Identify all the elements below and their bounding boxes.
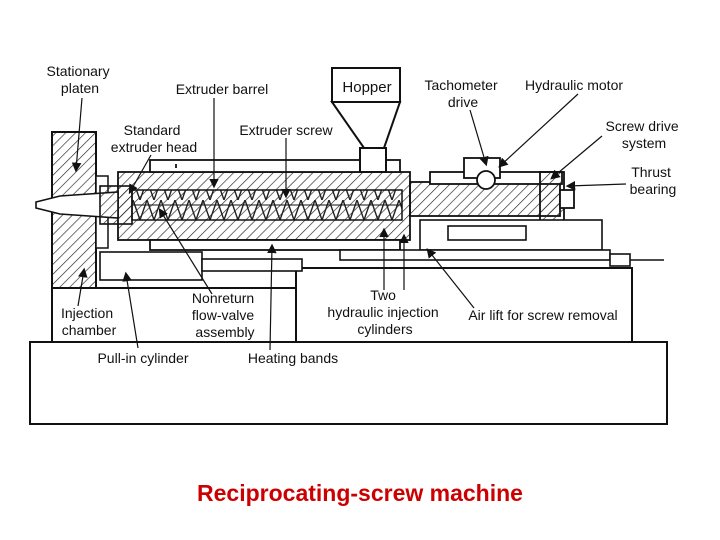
label-injection-chamber: Injection chamber [61,305,117,338]
diagram-caption: Reciprocating-screw machine [197,480,523,506]
pull-in-cylinder [99,251,303,281]
label-air-lift: Air lift for screw removal [468,307,617,323]
label-nonreturn-valve: Nonreturn flow-valve assembly [192,290,258,340]
label-two-hydraulic-cylinders: Two hydraulic injection cylinders [327,287,442,337]
hopper [330,67,402,173]
screw-drive-housing [409,157,575,223]
label-tachometer-drive: Tachometer drive [424,77,501,110]
label-extruder-screw: Extruder screw [239,122,333,138]
hydraulic-cylinders [339,219,664,267]
extruder-head [35,185,133,225]
machine-base [29,267,668,425]
label-thrust-bearing: Thrust bearing [630,164,677,197]
machine-diagram: Stationary platen Extruder barrel Hopper… [29,63,682,425]
label-stationary-platen: Stationary platen [47,63,114,96]
label-hydraulic-motor: Hydraulic motor [525,77,623,93]
label-standard-extruder-head: Standard extruder head [111,122,197,155]
label-pull-in-cylinder: Pull-in cylinder [97,350,188,366]
label-extruder-barrel: Extruder barrel [176,81,269,97]
label-hopper: Hopper [342,79,391,96]
callout-labels: Stationary platen Extruder barrel Hopper… [47,63,682,366]
label-screw-drive-system: Screw drive system [605,118,682,151]
label-heating-bands: Heating bands [248,350,338,366]
extruder-screw [131,189,403,221]
leader-lines [71,93,627,351]
